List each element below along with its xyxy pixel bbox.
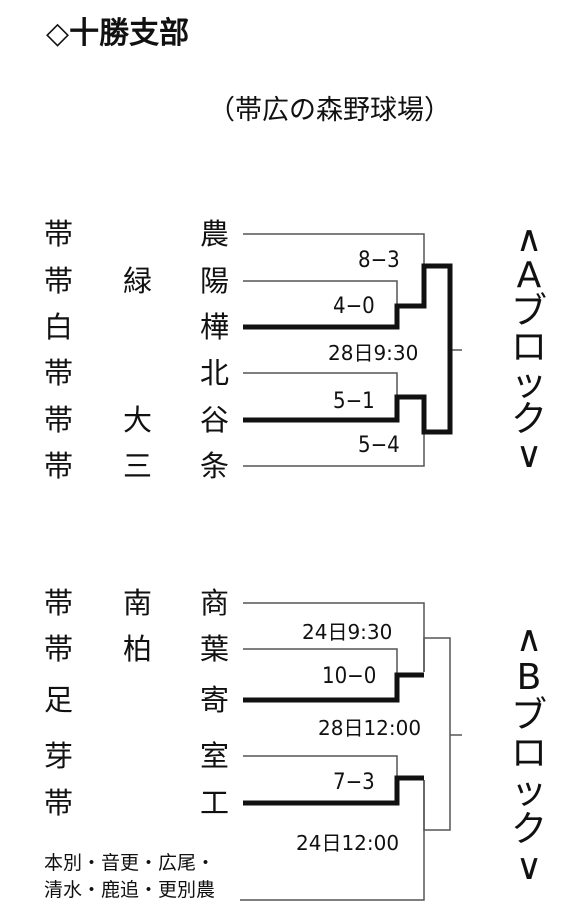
a-line-1: [243, 233, 425, 266]
venue-label: （帯広の森野球場）: [208, 95, 451, 126]
a-team-5-char-3: 谷: [200, 403, 230, 437]
b-winner-path-2: [243, 775, 424, 806]
a-team-3-char-1: 白: [44, 310, 74, 344]
a-team-4-char-3: 北: [200, 356, 230, 390]
a-team-2-char-2: 緑: [123, 264, 153, 298]
a-label-char-2: A: [516, 255, 542, 296]
b-team-5-char-3: 工: [200, 786, 230, 820]
b-label-char-2: B: [516, 657, 542, 698]
a-label-char-5: ッ: [510, 363, 547, 404]
a-team-2-char-3: 陽: [200, 264, 230, 298]
b-team-4-char-3: 室: [200, 739, 230, 773]
b-schedule-2: 28日12:00: [318, 716, 422, 740]
b-team-1-char-2: 南: [123, 586, 153, 620]
page-title: ◇十勝支部: [46, 16, 190, 51]
b-label-char-6: ク: [510, 809, 547, 850]
a-team-3-char-3: 樺: [200, 310, 230, 344]
joint-team-line-1: 本別・音更・広尾・: [44, 852, 216, 874]
b-team-1-char-3: 商: [200, 586, 230, 620]
b-label-char-1: ∧: [515, 619, 543, 660]
b-score-2: 7−3: [333, 770, 375, 795]
b-team-3-char-3: 寄: [200, 683, 230, 717]
b-team-4-char-1: 芽: [44, 739, 74, 773]
b-line-2: [243, 648, 398, 675]
a-label-char-7: ∨: [515, 435, 543, 476]
a-team-1-char-3: 農: [200, 217, 230, 251]
a-line-6: [243, 432, 425, 467]
a-label-char-6: ク: [510, 399, 547, 440]
b-team-1-char-1: 帯: [44, 586, 74, 620]
b-team-2-char-1: 帯: [44, 632, 74, 666]
a-score-3: 5−1: [333, 389, 375, 414]
a-final-schedule: 28日9:30: [328, 341, 419, 365]
a-team-6-char-3: 条: [200, 449, 230, 483]
b-semi-join: [423, 637, 451, 831]
b-label-char-3: ブ: [510, 695, 547, 736]
a-team-4-char-1: 帯: [44, 356, 74, 390]
a-team-6-char-2: 三: [123, 449, 153, 483]
a-team-6-char-1: 帯: [44, 449, 74, 483]
a-team-5-char-1: 帯: [44, 403, 74, 437]
b-schedule-3: 24日12:00: [296, 831, 400, 855]
a-team-5-char-2: 大: [123, 403, 153, 437]
a-label-char-4: ロ: [510, 327, 547, 368]
a-score-1: 8−3: [358, 248, 400, 273]
joint-team-line-2: 清水・鹿追・更別農: [44, 879, 216, 901]
b-score-1: 10−0: [322, 664, 377, 689]
a-team-2-char-1: 帯: [44, 264, 74, 298]
b-team-3-char-1: 足: [44, 683, 74, 717]
b-team-2-char-3: 葉: [200, 632, 230, 666]
a-winner-path: [243, 263, 453, 435]
a-team-1-char-1: 帯: [44, 217, 74, 251]
a-line-2: [243, 280, 398, 306]
b-line-4: [243, 755, 398, 778]
b-team-2-char-2: 柏: [123, 632, 153, 666]
a-line-4: [243, 372, 398, 397]
b-schedule-1: 24日9:30: [302, 620, 393, 644]
a-score-4: 5−4: [358, 433, 400, 458]
b-label-char-4: ロ: [510, 733, 547, 774]
a-label-char-1: ∧: [515, 219, 543, 260]
a-label-char-3: ブ: [510, 291, 547, 332]
a-score-2: 4−0: [333, 294, 375, 319]
b-label-char-7: ∨: [515, 847, 543, 888]
b-label-char-5: ッ: [510, 771, 547, 812]
b-team-5-char-1: 帯: [44, 786, 74, 820]
b-winner-path-1: [243, 672, 424, 703]
